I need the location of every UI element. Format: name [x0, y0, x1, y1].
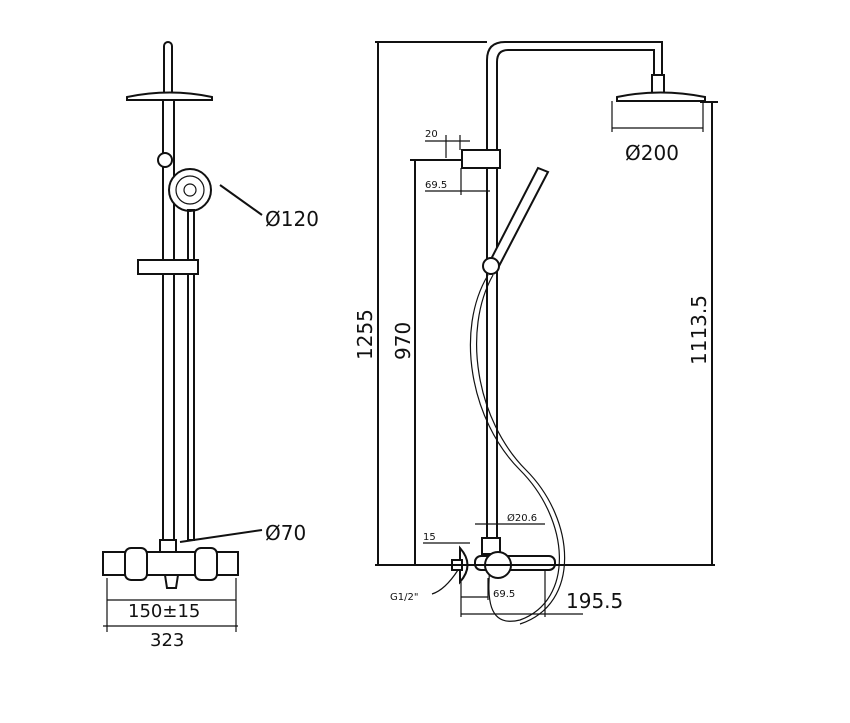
- side-wall-bracket: [461, 149, 501, 169]
- side-slider: [482, 257, 500, 275]
- front-view: Ø120 Ø70 150±15 323: [102, 41, 319, 651]
- label-total-height: 1255: [353, 309, 377, 360]
- front-overhead-head: [126, 91, 213, 101]
- label-inlet-spacing: 150±15: [128, 601, 200, 622]
- front-bracket-knob: [157, 152, 173, 168]
- label-inlet-offset: 15: [423, 532, 436, 543]
- label-overhead-height: 1113.5: [687, 295, 711, 365]
- label-mixer-diameter: Ø70: [265, 521, 306, 545]
- label-bracket-depth: 69.5: [425, 180, 447, 191]
- label-pipe-diameter: Ø20.6: [507, 512, 537, 524]
- front-overhead-stem: [163, 41, 173, 98]
- label-total-width: 323: [150, 630, 184, 651]
- label-overhead-diameter: Ø200: [625, 141, 679, 165]
- front-slider: [137, 259, 199, 275]
- label-slider-height: 970: [391, 322, 415, 360]
- side-riser-and-arm: [486, 41, 663, 560]
- label-bracket-offset: 20: [425, 129, 438, 140]
- label-inlet-thread: G1/2": [390, 592, 418, 603]
- front-hand-shower: [168, 168, 212, 212]
- front-connector: [159, 539, 177, 553]
- label-mixer-depth: 69.5: [493, 589, 515, 600]
- side-hose: [469, 274, 560, 622]
- label-projection: 195.5: [566, 589, 623, 613]
- side-overhead-head: [616, 91, 706, 102]
- label-hand-shower-diameter: Ø120: [265, 207, 319, 231]
- side-view: Ø200 1255 970 1113.5 20 69.5 Ø20.6 15 G1…: [353, 41, 718, 625]
